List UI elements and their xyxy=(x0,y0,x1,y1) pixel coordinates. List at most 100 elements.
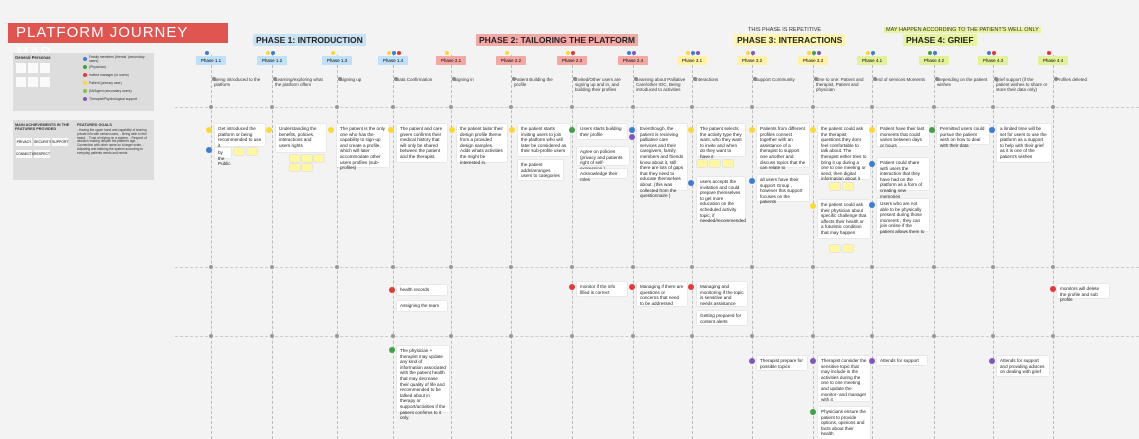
persona-dot xyxy=(509,127,515,133)
step-label: Patient Building the profile xyxy=(514,77,553,87)
card-1-1: Get introduced the platform or being rec… xyxy=(215,124,265,148)
step-dot xyxy=(814,77,818,81)
legend-item: Invited manager (or users) xyxy=(83,71,154,79)
card-2-1: the patient tailor their design profile … xyxy=(457,124,507,165)
card-manage-questions: Managing if there are questions or conce… xyxy=(637,282,687,306)
card-3-3: the patient could ask the therapist ques… xyxy=(818,124,870,181)
persona-dot xyxy=(869,358,875,364)
step-label: Profiles deleted xyxy=(1056,77,1088,82)
lane-marker xyxy=(570,105,574,109)
personas-panel: General Personas Family members (friends… xyxy=(13,53,154,111)
legend-item: (Mi/Agent (secondary users) xyxy=(83,87,154,95)
persona-dot xyxy=(445,51,449,55)
persona-dot xyxy=(688,284,694,290)
persona-dot xyxy=(688,127,694,133)
lane-marker xyxy=(449,334,453,338)
column-line xyxy=(934,55,935,439)
step-dot xyxy=(273,77,277,81)
sticky-note xyxy=(290,164,300,171)
sub-phase-tag: Phase 1.3 xyxy=(322,56,352,65)
sub-phase-tag: Phase 2.4 xyxy=(618,56,648,65)
persona-dot xyxy=(749,127,755,133)
persona-dot xyxy=(928,51,932,55)
persona-dot xyxy=(206,147,212,153)
persona-dot xyxy=(387,51,391,55)
legend-dot xyxy=(83,57,87,61)
persona-dot xyxy=(812,51,816,55)
goals-title: FEATURED GOALS xyxy=(77,123,112,127)
sticky-note xyxy=(843,245,853,252)
persona-dot xyxy=(389,347,395,353)
card-attends-grief: Attends for support and providing advice… xyxy=(997,356,1049,376)
column-line xyxy=(572,55,573,439)
persona-dot xyxy=(629,284,635,290)
lane-line xyxy=(175,267,1139,268)
lane-marker xyxy=(631,105,635,109)
card-1-3: The patient is the only one who has the … xyxy=(337,124,389,170)
sub-phase-tag: Phase 2.1 xyxy=(436,56,466,65)
card-3-1: The patient selects the activity type th… xyxy=(697,124,745,159)
card-delete-profile: monitors will delete the profile and sub… xyxy=(1057,284,1109,302)
persona-dot xyxy=(807,51,811,55)
persona-dot xyxy=(691,51,695,55)
step-dot xyxy=(1054,77,1058,81)
lane-marker xyxy=(209,265,213,269)
step-dot xyxy=(935,77,939,81)
column-line xyxy=(1053,55,1054,439)
sub-phase-tag: Phase 4.3 xyxy=(978,56,1008,65)
step-dot xyxy=(634,77,638,81)
goals-text: - Having the upper hand and capability o… xyxy=(77,128,147,155)
step-label: Invited/Other users are signing up and i… xyxy=(575,77,621,92)
persona-dot xyxy=(627,51,631,55)
persona-dot xyxy=(571,51,575,55)
step-label: One to one: Patient and therapist, Patie… xyxy=(816,77,864,92)
persona-dot xyxy=(929,127,935,133)
column-line xyxy=(511,55,512,439)
card-1-2: Understanding the benefits, policies, in… xyxy=(276,124,326,152)
sticky-note xyxy=(830,183,840,190)
card-physicians-ensure: Physicians ensure the patient to provide… xyxy=(818,407,870,439)
persona-card xyxy=(16,63,26,73)
achievement-tag: PRIVACY xyxy=(16,138,32,146)
sticky-note xyxy=(314,155,324,162)
lane-marker xyxy=(570,334,574,338)
sticky-note xyxy=(302,155,312,162)
lane-marker xyxy=(270,334,274,338)
card-3-2-b: all users have their support Group , how… xyxy=(757,175,809,204)
sticky-note xyxy=(697,160,707,167)
phase-4-title: PHASE 4: GRIEF xyxy=(903,34,977,46)
step-label: Learning/exploring what the platform off… xyxy=(275,77,323,87)
persona-dot xyxy=(397,51,401,55)
persona-dot xyxy=(817,51,821,55)
persona-dot xyxy=(392,51,396,55)
lane-marker xyxy=(1051,105,1055,109)
card-attends: Attends for support xyxy=(877,356,927,365)
lane-marker xyxy=(391,105,395,109)
persona-dot xyxy=(869,127,875,133)
step-label: Depending on the patient wishes xyxy=(937,77,988,87)
card-assign-team: Assigning the team xyxy=(397,301,447,311)
step-dot xyxy=(753,77,757,81)
lane-marker xyxy=(335,105,339,109)
persona-dot xyxy=(388,127,394,133)
lane-marker xyxy=(449,265,453,269)
step-label: Support Community xyxy=(755,77,795,82)
lane-marker xyxy=(750,105,754,109)
lane-marker xyxy=(991,334,995,338)
lane-marker xyxy=(335,265,339,269)
persona-dot xyxy=(331,51,335,55)
sub-phase-tag: Phase 4.2 xyxy=(919,56,949,65)
phase-3-title: PHASE 3: INTERACTIONS xyxy=(734,34,846,46)
lane-marker xyxy=(750,334,754,338)
persona-dot xyxy=(205,51,209,55)
achievement-tag: RESPECT xyxy=(34,150,51,158)
sticky-note xyxy=(710,160,720,167)
card-4-2: Permitted users could pursue the patient… xyxy=(937,124,989,148)
persona-dot xyxy=(866,51,870,55)
sub-phase-tag: Phase 1.4 xyxy=(378,56,408,65)
persona-dot xyxy=(869,161,875,167)
persona-dot xyxy=(1047,51,1051,55)
sticky-note xyxy=(843,183,853,190)
sub-phase-tag: Phase 1.2 xyxy=(257,56,287,65)
column-line xyxy=(813,55,814,439)
